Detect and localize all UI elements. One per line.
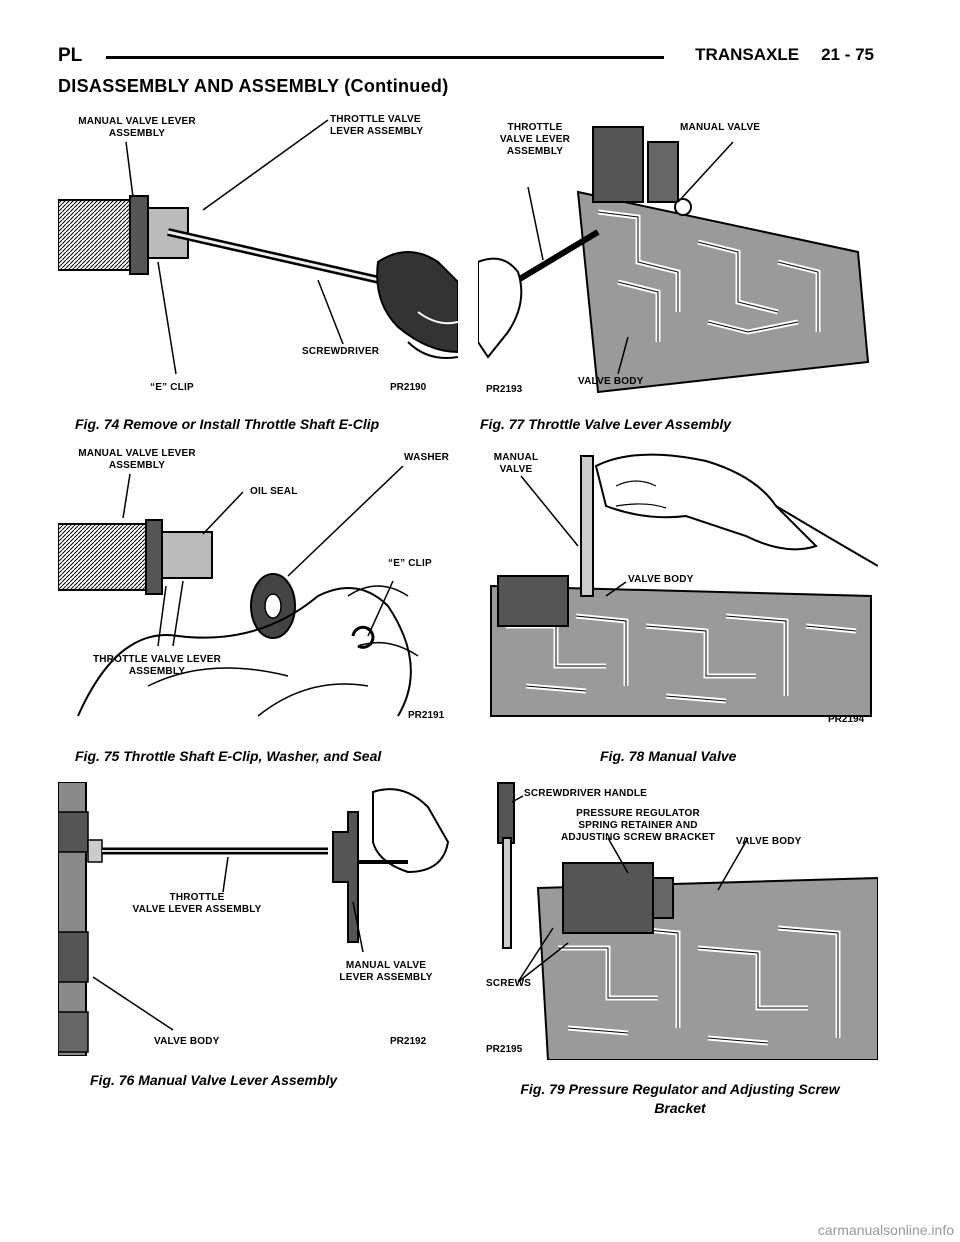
header-rule (106, 56, 664, 59)
figure-74-illustration (58, 119, 458, 375)
label-valve-body: VALVE BODY (154, 1036, 220, 1047)
figure-78-caption: Fig. 78 Manual Valve (600, 748, 737, 764)
page-subtitle: DISASSEMBLY AND ASSEMBLY (Continued) (58, 76, 449, 96)
label-oil-seal: OIL SEAL (250, 486, 298, 497)
figure-code: PR2190 (390, 382, 427, 393)
label-e-clip: “E” CLIP (388, 558, 432, 569)
label-valve-body: VALVE BODY (578, 376, 644, 387)
label-valve-body: VALVE BODY (628, 574, 694, 585)
figure-75-illustration (58, 465, 419, 717)
label-manual-valve: MANUAL VALVE (680, 122, 761, 133)
header-section-code: PL (58, 45, 83, 66)
figure-code: PR2193 (486, 384, 523, 395)
figure-76-illustration (58, 782, 450, 1056)
figure-code: PR2195 (486, 1044, 523, 1055)
label-screwdriver-handle: SCREWDRIVER HANDLE (524, 788, 648, 799)
figure-79-caption: Fig. 79 Pressure Regulator and Adjusting… (520, 1081, 840, 1116)
figure-78-illustration (490, 453, 878, 717)
label-screws: SCREWS (486, 978, 532, 989)
figure-code: PR2194 (828, 714, 865, 725)
figure-74-caption: Fig. 74 Remove or Install Throttle Shaft… (75, 416, 380, 432)
label-washer: WASHER (404, 452, 450, 463)
footer-watermark: carmanualsonline.info (817, 1222, 954, 1238)
label-valve-body: VALVE BODY (736, 836, 802, 847)
figure-76-caption: Fig. 76 Manual Valve Lever Assembly (90, 1072, 338, 1088)
figure-77-caption: Fig. 77 Throttle Valve Lever Assembly (480, 416, 732, 432)
label-screwdriver: SCREWDRIVER (302, 346, 380, 357)
label-e-clip: “E” CLIP (150, 382, 194, 393)
figure-code: PR2191 (408, 710, 445, 721)
figure-code: PR2192 (390, 1036, 427, 1047)
figure-79-illustration (497, 782, 878, 1060)
header-right: TRANSAXLE 21 - 75 (695, 45, 874, 65)
figure-75-caption: Fig. 75 Throttle Shaft E-Clip, Washer, a… (75, 748, 382, 764)
header-section-title: TRANSAXLE (695, 45, 800, 64)
figure-77-illustration (478, 126, 870, 394)
page-number: 21 - 75 (821, 45, 874, 64)
